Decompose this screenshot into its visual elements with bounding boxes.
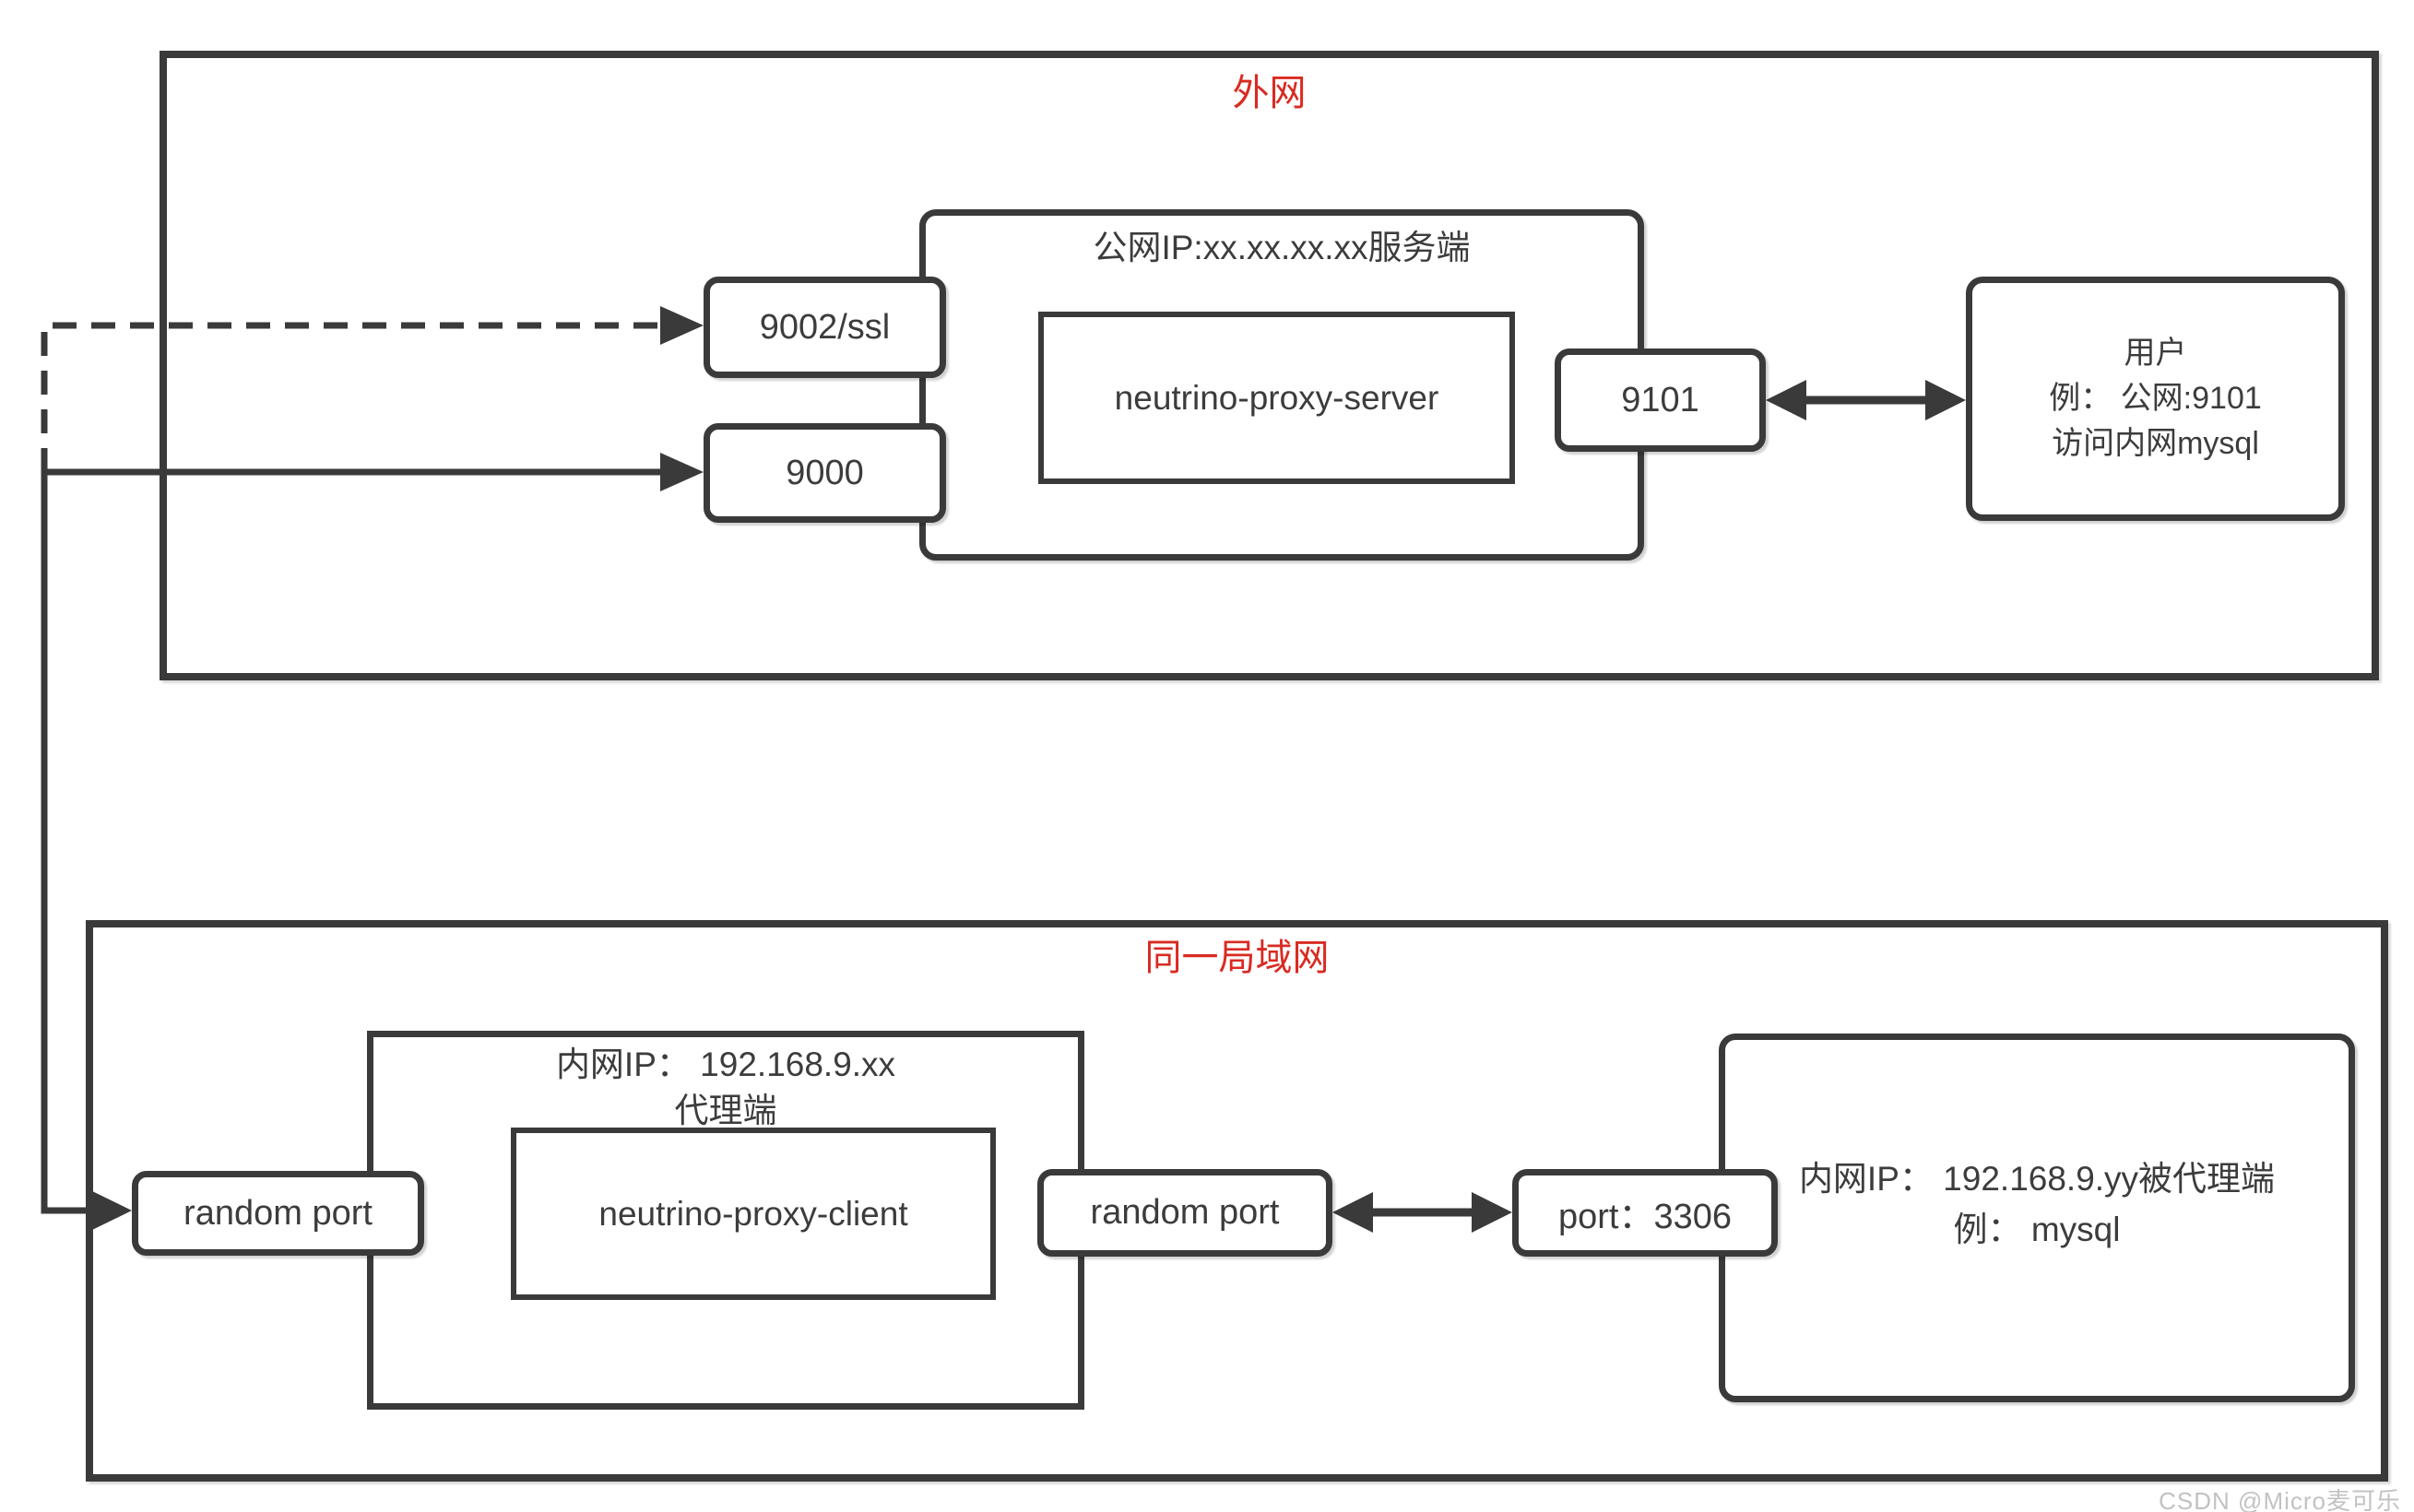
arrowhead-to-3306 [1472, 1192, 1512, 1233]
client-host-title: 内网IP： 192.168.9.xx 代理端 [367, 1042, 1084, 1134]
arrowhead-to-9101 [1766, 380, 1806, 420]
server-host-title: 公网IP:xx.xx.xx.xx服务端 [1093, 229, 1471, 266]
user-line1: 用户 [2124, 336, 2187, 371]
proxied-target-line2: 例： mysql [1953, 1211, 2121, 1248]
port-3306: port：3306 [1512, 1169, 1778, 1257]
arrowhead-to-random-port-right [1332, 1192, 1373, 1233]
proxy-client-box: neutrino-proxy-client [511, 1128, 996, 1300]
random-port-right: random port [1037, 1169, 1332, 1257]
watermark: CSDN @Micro麦可乐 [2159, 1487, 2401, 1512]
port-9002-ssl: 9002/ssl [704, 277, 946, 378]
proxy-server-label: neutrino-proxy-server [1114, 378, 1439, 417]
user-box: 用户 例： 公网:9101 访问内网mysql [1966, 277, 2345, 521]
port-9101-label: 9101 [1621, 380, 1699, 419]
wan-label: 外网 [1232, 73, 1307, 113]
random-port-left-label: random port [183, 1193, 373, 1233]
port-9000-label: 9000 [786, 453, 864, 492]
arrowhead-to-user [1925, 380, 1966, 420]
user-line3: 访问内网mysql [2052, 426, 2259, 461]
port-9002-ssl-label: 9002/ssl [759, 307, 891, 347]
proxy-client-label: neutrino-proxy-client [598, 1194, 908, 1233]
port-9000: 9000 [704, 423, 946, 523]
proxied-target-box: 内网IP： 192.168.9.yy被代理端 例： mysql [1719, 1034, 2355, 1402]
client-host-title-line1: 内网IP： 192.168.9.xx [555, 1045, 896, 1083]
port-9101: 9101 [1555, 348, 1766, 452]
proxy-server-box: neutrino-proxy-server [1038, 312, 1515, 484]
arrowhead-9000-port [660, 453, 704, 491]
arrowhead-ssl-port [660, 306, 704, 345]
arrowhead-random-port-left [92, 1191, 132, 1230]
dashed-line-to-ssl-port [41, 322, 660, 472]
random-port-right-label: random port [1090, 1193, 1280, 1232]
lan-label: 同一局域网 [1144, 938, 1330, 978]
client-host-title-line2: 代理端 [674, 1092, 777, 1129]
user-line2: 例： 公网:9101 [2049, 381, 2262, 416]
port-3306-label: port：3306 [1557, 1198, 1732, 1236]
proxied-target-line1: 内网IP： 192.168.9.yy被代理端 [1798, 1160, 2276, 1198]
solid-line-client-to-server [41, 468, 660, 1214]
random-port-left: random port [132, 1171, 424, 1256]
